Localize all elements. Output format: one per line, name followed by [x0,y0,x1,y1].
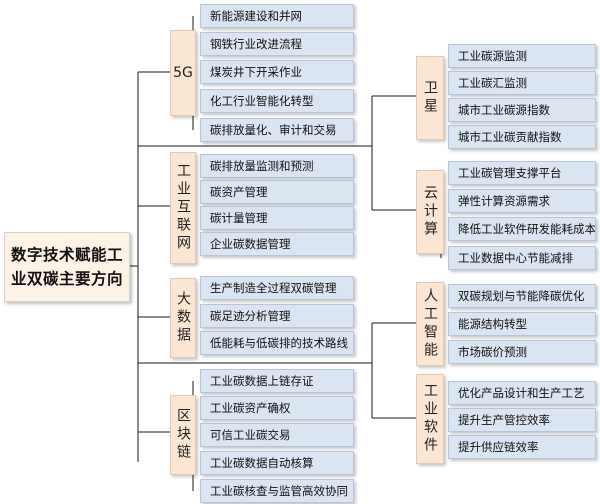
item-ai-3: 市场碳价预测 [448,340,596,364]
item-5g-1: 新能源建设和并网 [200,4,354,28]
item-ai-2: 能源结构转型 [448,312,596,336]
item-cloud-4: 工业数据中心节能减排 [448,246,596,270]
item-blockchain-2: 工业碳资产确权 [200,396,354,420]
item-iiot-4: 企业碳数据管理 [200,232,354,256]
item-bigdata-2: 碳足迹分析管理 [200,304,354,328]
item-5g-3: 煤炭井下开采作业 [200,60,354,84]
item-software-1: 优化产品设计和生产工艺 [448,381,596,405]
category-industrial-software: 工业软件 [416,374,444,464]
root-title-line-1: 数字技术赋能工 [10,246,123,264]
category-industrial-internet: 工业互联网 [170,152,196,264]
category-cloud-computing: 云计算 [416,170,444,254]
item-bigdata-3: 低能耗与低碳排的技术路线 [200,331,354,355]
item-ai-1: 双碳规划与节能降碳优化 [448,284,596,308]
item-cloud-3: 降低工业软件研发能耗成本 [448,217,596,241]
item-iiot-2: 碳资产管理 [200,180,354,204]
item-5g-4: 化工行业智能化转型 [200,89,354,113]
item-blockchain-5: 工业碳核查与监管高效协同 [200,479,354,503]
item-iiot-1: 碳排放量监测和预测 [200,154,354,178]
item-5g-2: 钢铁行业改进流程 [200,32,354,56]
item-iiot-3: 碳计量管理 [200,206,354,230]
item-cloud-1: 工业碳管理支撑平台 [448,161,596,185]
item-blockchain-1: 工业碳数据上链存证 [200,369,354,393]
item-blockchain-3: 可信工业碳交易 [200,423,354,447]
category-satellite: 卫星 [416,56,444,140]
item-blockchain-4: 工业碳数据自动核算 [200,451,354,475]
root-title-line-2: 业双碳主要方向 [10,270,123,288]
item-satellite-2: 工业碳汇监测 [448,71,596,95]
item-5g-5: 碳排放量化、审计和交易 [200,118,354,142]
item-software-3: 提升供应链效率 [448,435,596,459]
item-cloud-2: 弹性计算资源需求 [448,189,596,213]
item-software-2: 提升生产管控效率 [448,408,596,432]
root-node: 数字技术赋能工 业双碳主要方向 [4,232,130,302]
category-blockchain: 区块链 [170,395,196,475]
item-satellite-4: 城市工业碳贡献指数 [448,125,596,149]
category-5g: 5G [170,30,196,116]
item-satellite-1: 工业碳源监测 [448,44,596,68]
category-ai: 人工智能 [416,282,444,366]
item-satellite-3: 城市工业碳源指数 [448,98,596,122]
item-bigdata-1: 生产制造全过程双碳管理 [200,276,354,300]
category-big-data: 大数据 [170,278,196,358]
